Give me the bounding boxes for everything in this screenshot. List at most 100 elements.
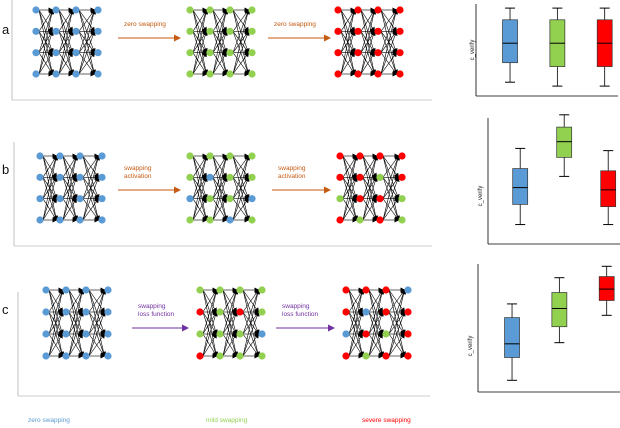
network-edge [192,197,208,221]
network-edge [48,289,65,357]
panel-letter: a [2,22,10,37]
neuron-node [404,286,412,294]
neuron-node [36,173,44,181]
network-edge [192,30,208,75]
box-body [504,317,520,358]
neuron-node [226,6,234,14]
transition-label: swapping [124,165,152,172]
neuron-node [226,27,234,35]
neuron-node [52,70,60,78]
network-edge [192,176,208,221]
box-blue [502,7,518,83]
network-edge [340,9,357,75]
neuron-node [382,286,390,294]
neuron-node [354,27,362,35]
network-diagram-3 [336,152,406,224]
neuron-node [396,49,404,57]
neuron-node [82,330,90,338]
neuron-node [196,308,204,316]
neuron-node [362,352,370,360]
neuron-node [76,173,84,181]
network-edge [222,311,238,357]
legend-green: mild swapping [206,417,248,424]
neuron-node [206,152,214,160]
network-edge [212,30,228,75]
neuron-node [226,216,234,224]
network-edge [58,30,74,75]
transition-label: swapping [138,303,166,310]
neuron-node [32,49,40,57]
legend-red: severe swapping [362,417,411,424]
network-edge [342,155,359,221]
neuron-node [36,195,44,203]
network-edge [222,289,239,357]
neuron-node [248,70,256,78]
network-edge [82,176,100,221]
neuron-node [94,70,102,78]
neuron-node [76,216,84,224]
network-edge [192,155,208,199]
network-edge [78,30,96,75]
neuron-node [354,70,362,78]
network-edge [212,9,228,53]
network-edge [192,9,209,75]
network-edge [368,289,384,335]
neuron-node [342,330,350,338]
neuron-node [404,330,412,338]
neuron-node [376,195,384,203]
network-edge [42,155,58,199]
neuron-node [248,27,256,35]
network-edge [68,289,85,357]
neuron-node [258,352,266,360]
neuron-node [98,152,106,160]
network-edge [38,51,54,75]
neuron-node [248,195,256,203]
neuron-node [248,152,256,160]
neuron-node [206,49,214,57]
neuron-node [206,27,214,35]
network-edge [388,289,407,357]
neuron-node [356,195,364,203]
network-edge [362,155,379,221]
neuron-node [398,216,406,224]
network-edge [232,176,250,221]
legend-blue: zero swapping [28,417,70,424]
network-diagram-2 [186,152,256,224]
network-edge [88,289,107,357]
neuron-node [236,330,244,338]
neuron-node [82,352,90,360]
box-green [551,277,568,344]
neuron-node [398,173,406,181]
neuron-node [376,152,384,160]
network-edge [388,333,406,357]
neuron-node [104,352,112,360]
network-diagram-1 [36,152,106,224]
network-edge [368,311,384,357]
network-edge [202,311,218,357]
network-edge [380,51,398,75]
neuron-node [206,216,214,224]
neuron-node [362,308,370,316]
neuron-node [336,195,344,203]
neuron-node [196,330,204,338]
neuron-node [356,173,364,181]
network-edge [42,155,59,221]
network-edge [192,9,208,53]
network-diagram-2 [186,6,256,78]
network-edge [62,197,78,221]
network-diagram-3 [342,286,412,360]
neuron-node [56,216,64,224]
neuron-node [336,216,344,224]
y-axis-label: c_verify [470,40,476,61]
neuron-node [56,152,64,160]
network-edge [232,155,250,199]
neuron-node [98,216,106,224]
network-edge [212,155,229,221]
network-edge [380,9,398,75]
neuron-node [104,330,112,338]
neuron-node [52,49,60,57]
transition-label: loss function [282,311,319,318]
neuron-node [248,216,256,224]
neuron-node [248,173,256,181]
network-edge [78,9,96,53]
